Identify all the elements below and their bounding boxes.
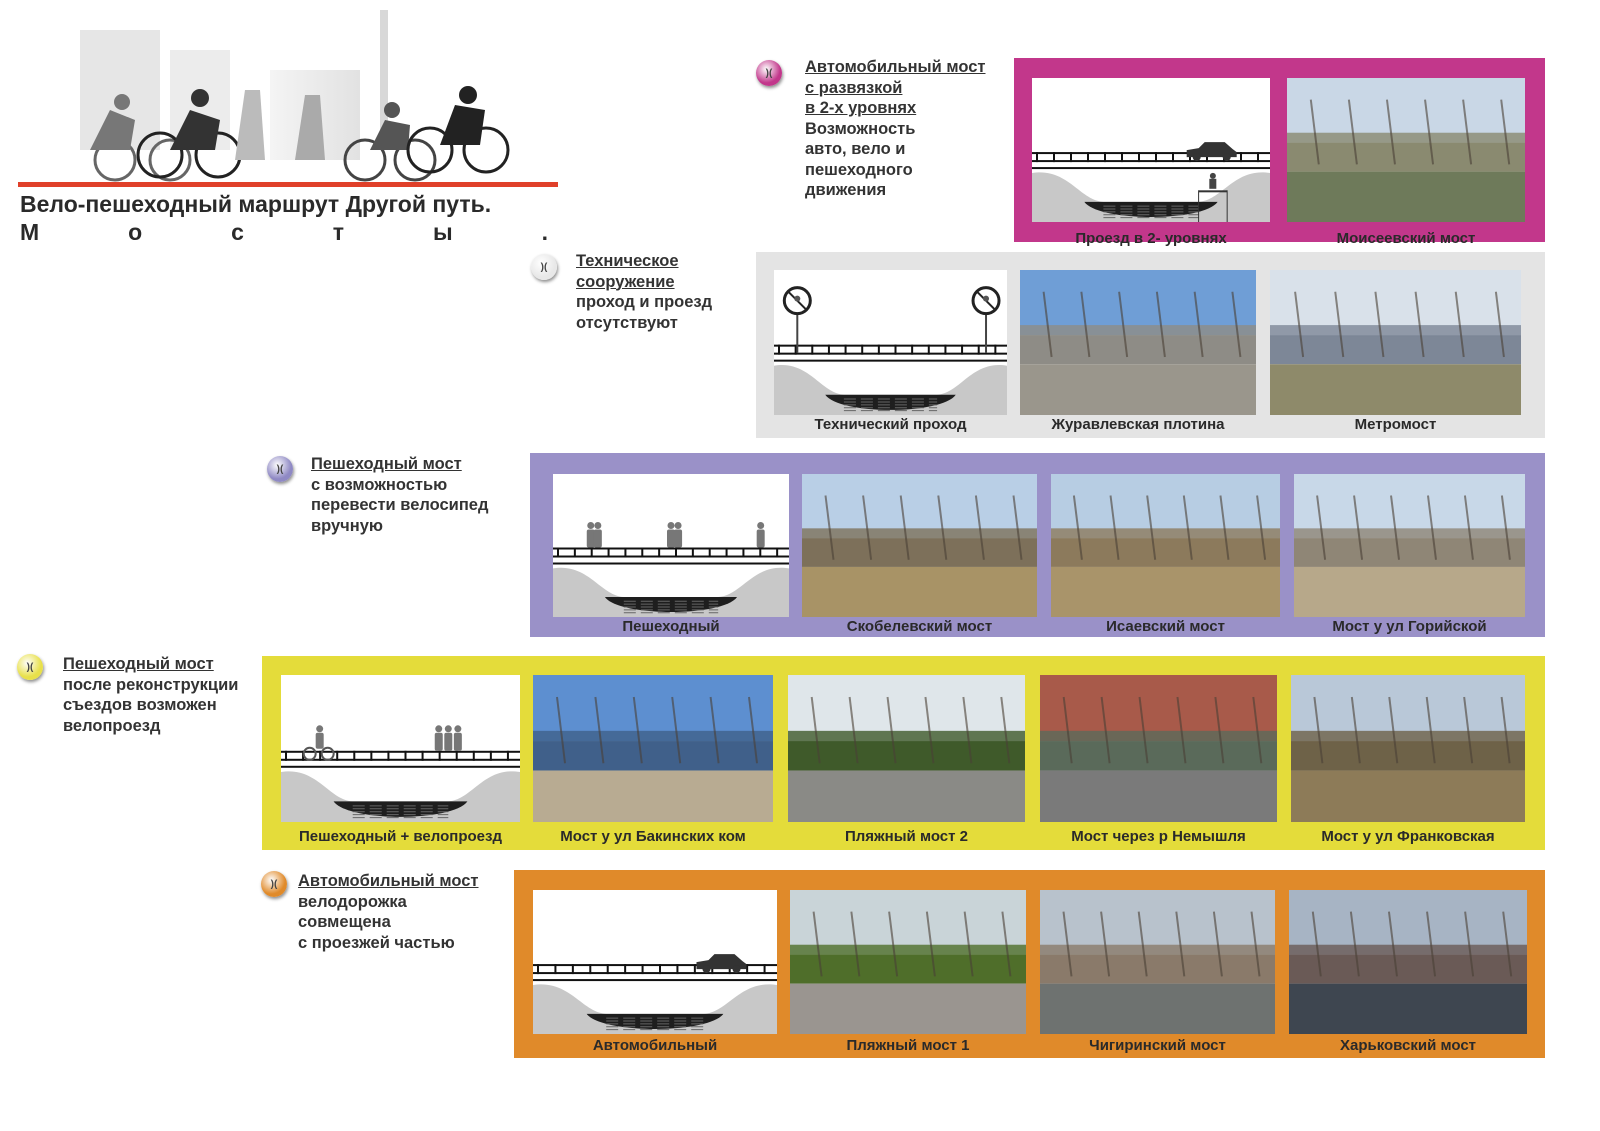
legend-heading-line: в 2-х уровнях	[805, 99, 917, 117]
legend-heading-line: Пешеходный мост	[311, 455, 462, 473]
bridge-photo	[802, 474, 1037, 617]
legend-description-line: с возможностью	[311, 475, 448, 494]
bridge-photo	[1051, 474, 1280, 617]
title-underline-divider	[18, 182, 558, 187]
legend-heading-line: Автомобильный мост	[805, 58, 986, 76]
bridge-cross-section-diagram	[281, 675, 520, 822]
bridge-type-marker-icon: )(	[756, 60, 782, 86]
bridge-type-marker-icon: )(	[531, 254, 557, 280]
bridge-photo	[1294, 474, 1525, 617]
legend-description-line: вручную	[311, 516, 383, 535]
legend-description-line: велодорожка	[298, 892, 407, 911]
panel-caption: Мост у ул Франковская	[1321, 828, 1495, 845]
panel-caption: Исаевский мост	[1106, 618, 1225, 635]
legend-description-line: движения	[805, 181, 887, 199]
subtitle-letter: с	[231, 219, 244, 245]
legend-heading-line: Техническое	[576, 252, 679, 270]
bridge-photo	[533, 675, 773, 822]
panel-caption: Проезд в 2- уровнях	[1075, 230, 1227, 247]
bridge-photo	[1287, 78, 1525, 222]
panel-caption: Пляжный мост 1	[846, 1037, 970, 1054]
subtitle-letter: ы	[432, 219, 453, 245]
legend-description-line: авто, вело и	[805, 140, 906, 158]
bridge-type-legend-auto-shared: Автомобильный мост велодорожка совмещена с …	[298, 871, 479, 953]
legend-description-line: отсутствуют	[576, 313, 678, 332]
legend-description-line: велопроезд	[63, 716, 161, 735]
bridge-photo	[1270, 270, 1521, 415]
panel-caption: Мост через р Немышля	[1071, 828, 1246, 845]
bridge-photo	[1289, 890, 1527, 1034]
panel-caption: Журавлевская плотина	[1051, 416, 1225, 433]
panel-caption: Пешеходный	[622, 618, 720, 635]
legend-description-line: с проезжей частью	[298, 933, 455, 952]
bridge-photo	[790, 890, 1026, 1034]
bridge-type-legend-pedestrian-carry: Пешеходный мост с возможностью перевести в…	[311, 454, 488, 536]
bridge-type-legend-pedestrian-bike: Пешеходный мост после реконструкции съездо…	[63, 654, 238, 736]
panel-caption: Моисеевский мост	[1336, 230, 1476, 247]
bridge-photo	[788, 675, 1025, 822]
panel-caption: Харьковский мост	[1339, 1037, 1477, 1054]
bridge-type-marker-icon: )(	[267, 456, 293, 482]
panel-caption: Мост у ул Бакинских ком	[560, 828, 746, 845]
bridge-cross-section-diagram	[533, 890, 777, 1034]
bridge-cross-section-diagram	[774, 270, 1007, 415]
panel-caption: Мост у ул Горийской	[1332, 618, 1487, 635]
legend-heading-line: Автомобильный мост	[298, 872, 479, 890]
bridge-type-legend-technical: Техническое сооружение проход и проезд отсу…	[576, 251, 712, 333]
poster-title: Вело-пешеходный маршрут Другой путь.	[20, 191, 492, 217]
panel-caption: Пешеходный + велопроезд	[299, 828, 502, 845]
legend-description-line: совмещена	[298, 913, 391, 931]
subtitle-letter: т	[332, 219, 345, 245]
legend-description-line: пешеходного	[805, 160, 913, 179]
bridge-cross-section-diagram	[553, 474, 789, 617]
poster-subtitle: М о с т ы .	[20, 219, 548, 246]
panel-caption: Пляжный мост 2	[844, 828, 969, 845]
bridge-photo	[1020, 270, 1256, 415]
legend-description-line: перевести велосипед	[311, 496, 489, 514]
subtitle-letter: М	[20, 219, 40, 245]
cyclists-banner-illustration	[20, 10, 555, 182]
bridge-type-marker-icon: )(	[261, 871, 287, 897]
panel-caption: Метромост	[1354, 416, 1437, 433]
panel-caption: Скобелевский мост	[846, 618, 993, 635]
legend-heading-line: сооружение	[576, 272, 675, 291]
bridge-cross-section-diagram	[1032, 78, 1270, 222]
bridge-photo	[1040, 890, 1275, 1034]
subtitle-letter: .	[541, 219, 548, 245]
panel-caption: Чигиринский мост	[1089, 1037, 1226, 1054]
bridge-type-marker-icon: )(	[17, 654, 43, 680]
legend-heading-line: Пешеходный мост	[63, 655, 214, 673]
bridge-type-legend-two-level: Автомобильный мост с развязкой в 2-х уровн…	[805, 57, 986, 201]
legend-heading-line: с развязкой	[805, 78, 903, 97]
legend-description-line: после реконструкции	[63, 675, 239, 694]
bridge-photo	[1040, 675, 1277, 822]
legend-description-line: Возможность	[805, 119, 916, 138]
bridge-photo	[1291, 675, 1525, 822]
subtitle-letter: о	[128, 219, 143, 245]
panel-caption: Автомобильный	[592, 1037, 718, 1054]
legend-description-line: проход и проезд	[576, 293, 713, 311]
legend-description-line: съездов возможен	[63, 696, 217, 714]
panel-caption: Технический проход	[814, 416, 967, 433]
